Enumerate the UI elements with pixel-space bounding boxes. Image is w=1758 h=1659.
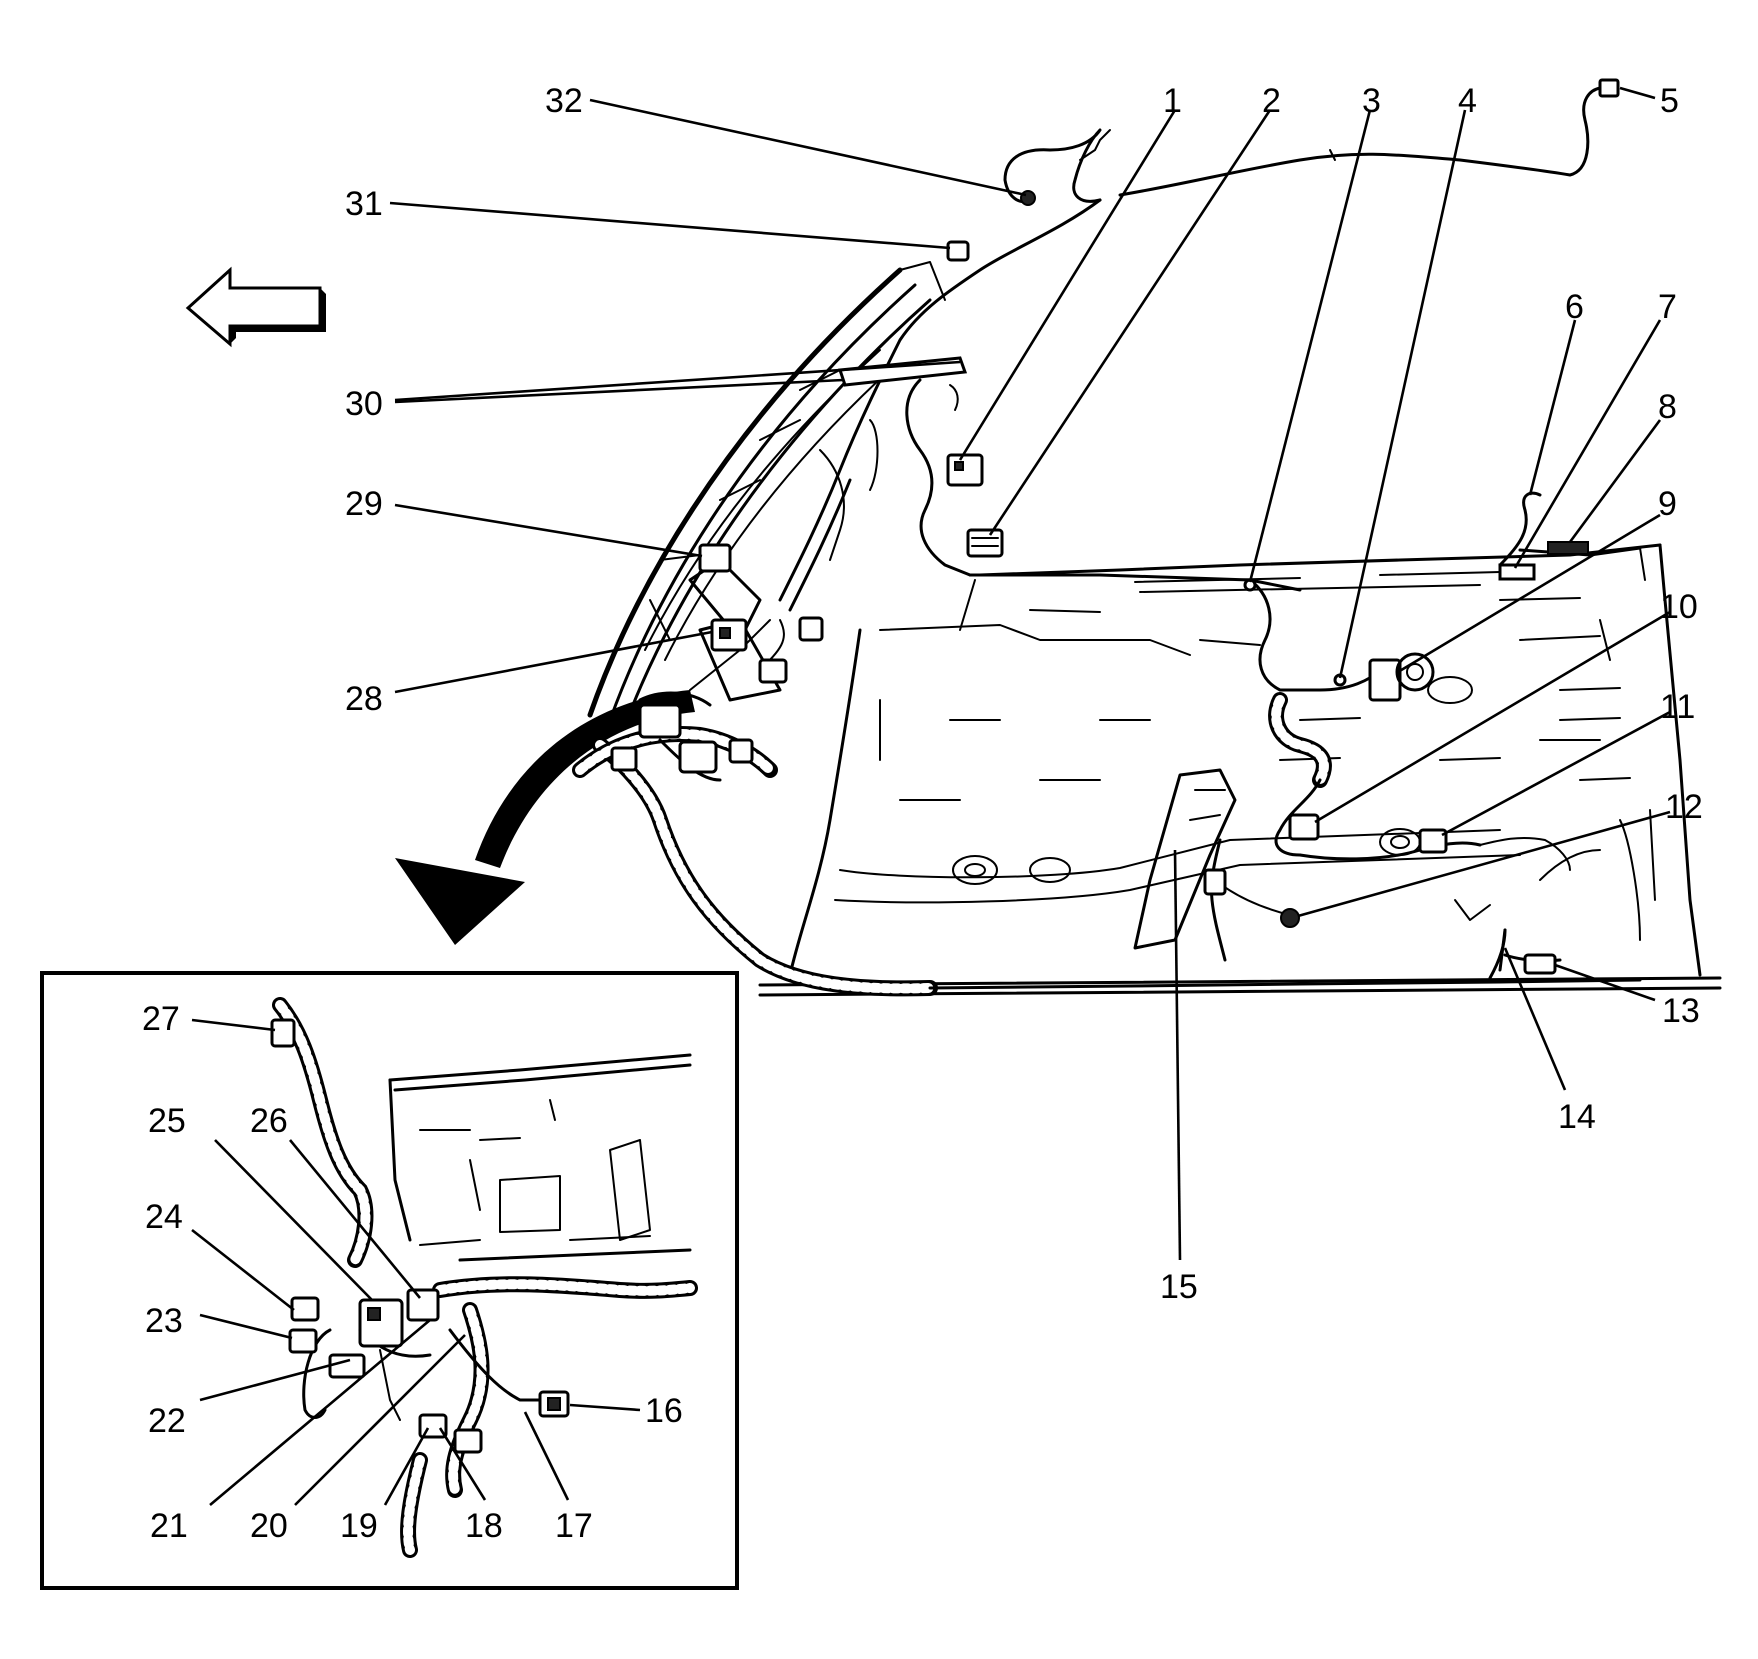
callout-14: 14 — [1558, 1098, 1596, 1136]
callout-7: 7 — [1658, 288, 1677, 326]
callout-2: 2 — [1262, 82, 1281, 120]
callout-17: 17 — [555, 1507, 593, 1545]
callout-6: 6 — [1565, 288, 1584, 326]
callout-16: 16 — [645, 1392, 683, 1430]
callout-4: 4 — [1458, 82, 1477, 120]
callout-15: 15 — [1160, 1268, 1198, 1306]
floor-pan — [758, 543, 1722, 997]
callout-9: 9 — [1658, 485, 1677, 523]
detail-inset — [40, 971, 739, 1590]
leader-lines — [191, 86, 1671, 1506]
callout-19: 19 — [340, 1507, 378, 1545]
callout-10: 10 — [1660, 588, 1698, 626]
callout-21: 21 — [150, 1507, 188, 1545]
callout-31: 31 — [345, 185, 383, 223]
callout-22: 22 — [148, 1402, 186, 1440]
callout-labels: 1 2 3 4 5 6 7 8 9 10 11 12 13 14 15 16 1… — [142, 82, 1703, 1545]
callout-26: 26 — [250, 1102, 288, 1140]
callout-27: 27 — [142, 1000, 180, 1038]
callout-13: 13 — [1662, 992, 1700, 1030]
callout-1: 1 — [1163, 82, 1182, 120]
callout-30: 30 — [345, 385, 383, 423]
wiring-harness — [572, 86, 1642, 997]
callout-3: 3 — [1362, 82, 1381, 120]
hollow-left-arrow-icon — [185, 266, 326, 348]
connectors — [610, 78, 1620, 975]
callout-24: 24 — [145, 1198, 183, 1236]
callout-29: 29 — [345, 485, 383, 523]
callout-5: 5 — [1660, 82, 1679, 120]
callout-20: 20 — [250, 1507, 288, 1545]
callout-28: 28 — [345, 680, 383, 718]
callout-18: 18 — [465, 1507, 503, 1545]
callout-25: 25 — [148, 1102, 186, 1140]
callout-32: 32 — [545, 82, 583, 120]
callout-23: 23 — [145, 1302, 183, 1340]
callout-8: 8 — [1658, 388, 1677, 426]
callout-12: 12 — [1665, 788, 1703, 826]
callout-11: 11 — [1660, 688, 1695, 726]
a-pillar — [587, 261, 946, 727]
